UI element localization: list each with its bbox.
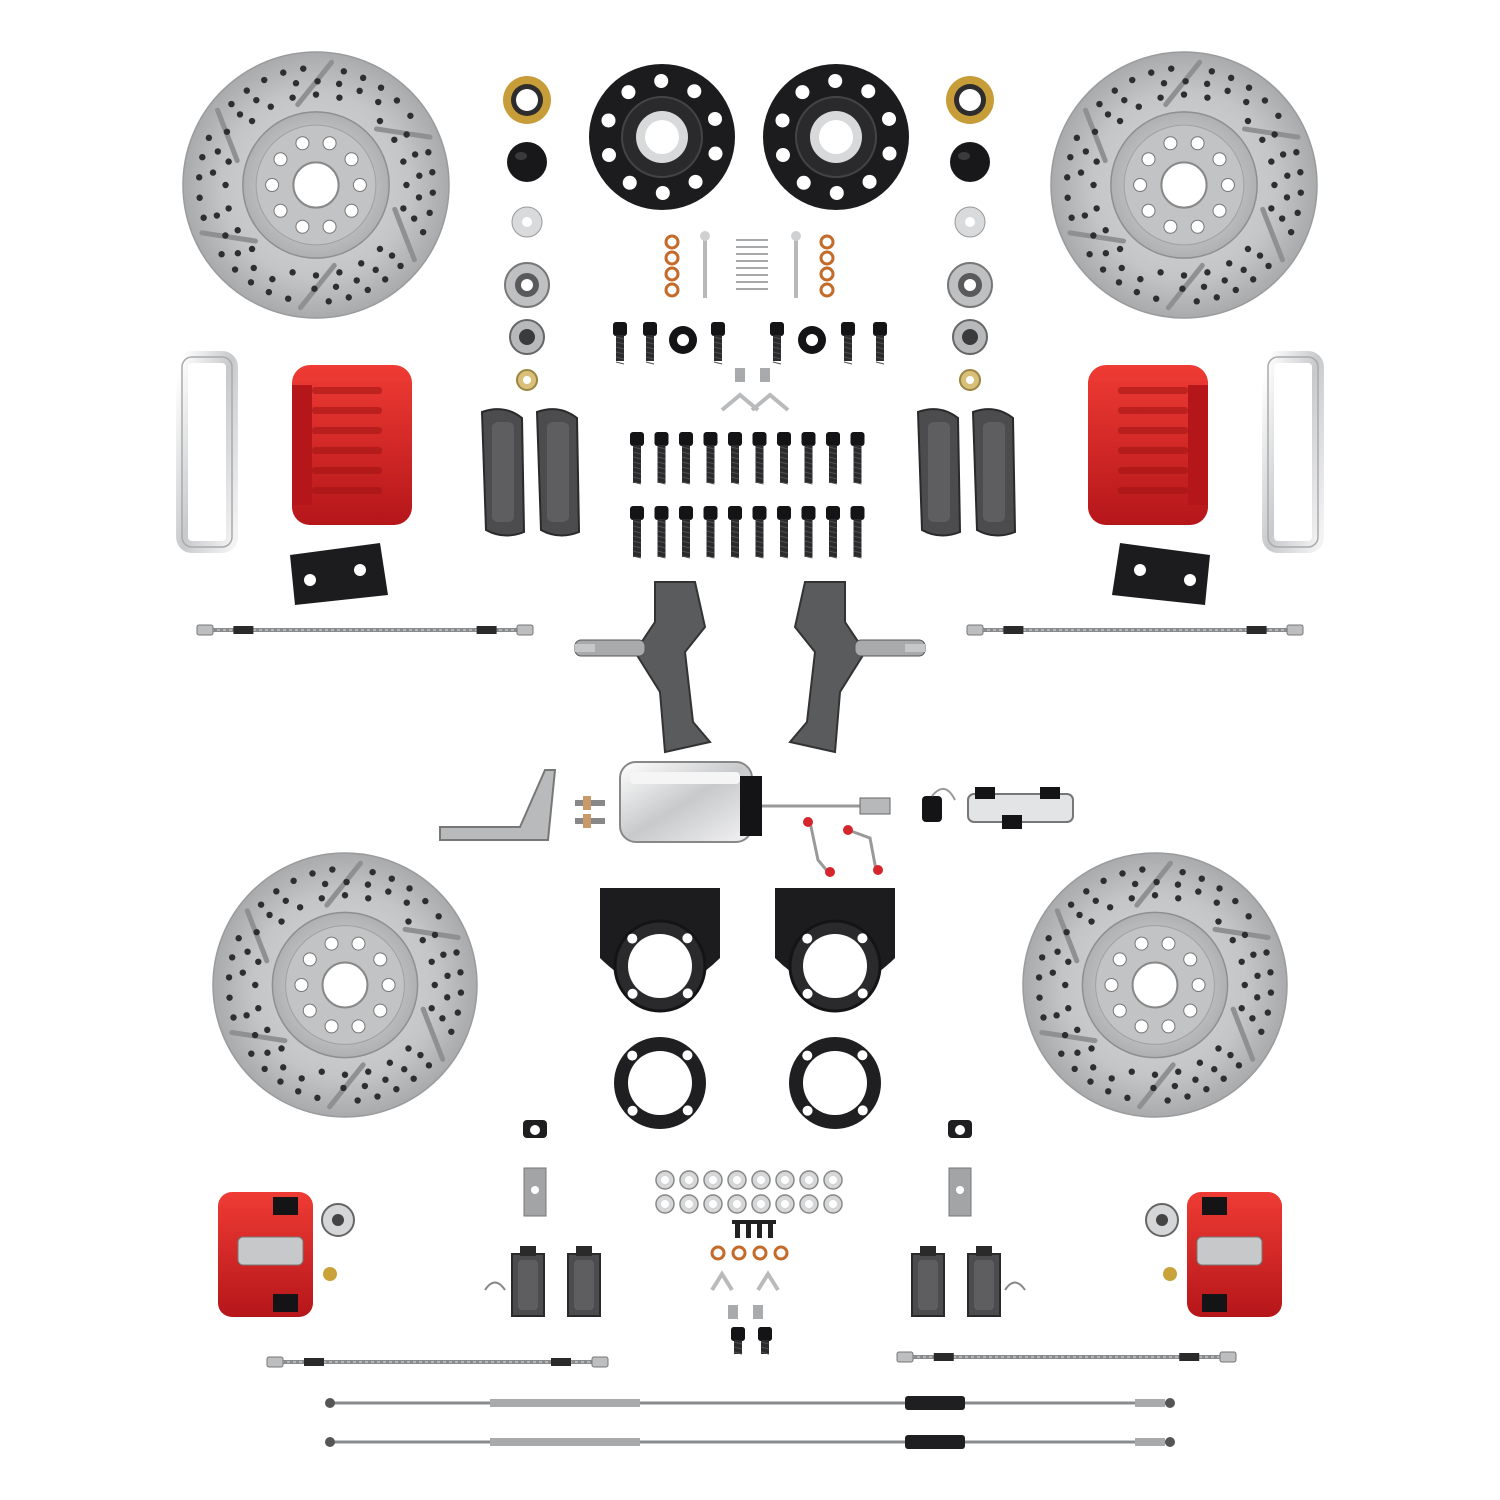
rear-pads-and-hardware	[484, 1120, 1026, 1355]
hub-left	[589, 64, 735, 210]
rear-caliper-brackets	[600, 888, 895, 1129]
front-caliper-right	[1088, 351, 1324, 605]
spindles	[574, 581, 926, 754]
rear-hoses-and-cables	[266, 1351, 1237, 1449]
caliper-bolts	[630, 432, 865, 559]
master-cylinder-assembly	[439, 761, 1074, 877]
front-brake-hoses	[196, 624, 1304, 636]
small-hardware-top	[613, 231, 887, 412]
front-caliper-left	[176, 351, 412, 605]
rear-rotor-right	[1022, 852, 1288, 1118]
front-rotor-right	[1050, 51, 1318, 319]
rear-caliper-left	[218, 1192, 355, 1317]
rear-rotor-left	[212, 852, 478, 1118]
bearing-parts-left	[503, 76, 551, 391]
front-pads-right	[916, 408, 1017, 537]
rear-caliper-right	[1145, 1192, 1282, 1317]
front-rotor-left	[182, 51, 450, 319]
hub-right	[763, 64, 909, 210]
bearing-parts-right	[946, 76, 994, 391]
front-pads-left	[480, 408, 581, 537]
